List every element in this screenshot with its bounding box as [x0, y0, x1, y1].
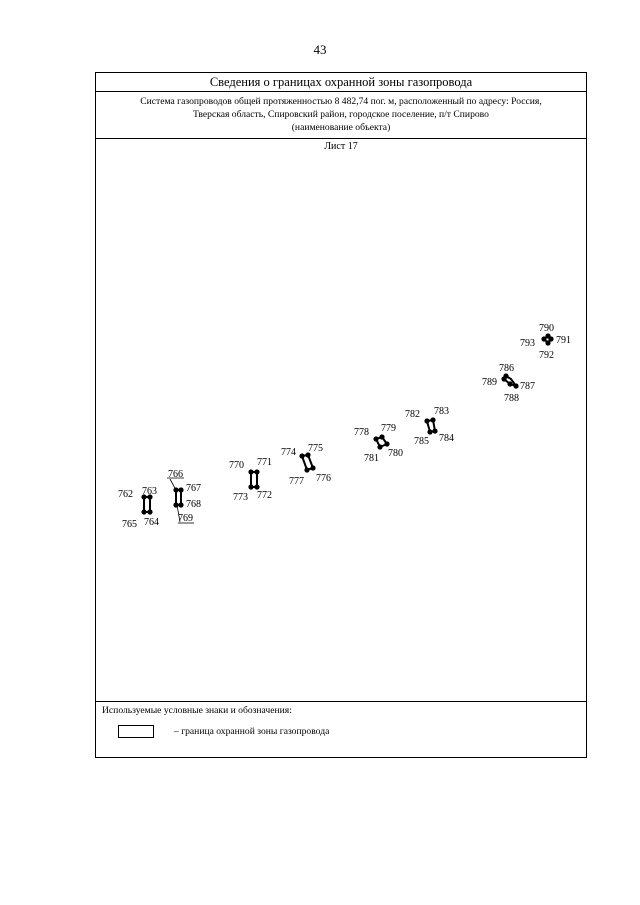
object-description-line-1: Система газопроводов общей протяженность…: [140, 96, 542, 107]
point-label-781: 781: [364, 453, 379, 464]
point-label-767: 767: [186, 483, 201, 494]
point-label-774: 774: [281, 447, 296, 458]
point-label-770: 770: [229, 460, 244, 471]
legend: Используемые условные знаки и обозначени…: [96, 701, 586, 759]
zone-766-769: [167, 477, 194, 524]
point-label-769: 769: [178, 513, 193, 524]
point-label-793: 793: [520, 338, 535, 349]
zone-786-789: [501, 373, 519, 389]
point-label-782: 782: [405, 409, 420, 420]
point-label-791: 791: [556, 335, 571, 346]
zone-790-793: [541, 333, 554, 346]
document-title: Сведения о границах охранной зоны газопр…: [96, 73, 586, 92]
point-label-775: 775: [308, 443, 323, 454]
point-label-777: 777: [289, 476, 304, 487]
zone-762-765: [141, 494, 153, 515]
point-label-771: 771: [257, 457, 272, 468]
legend-boundary-text: – граница охранной зоны газопровода: [174, 726, 330, 737]
point-label-788: 788: [504, 393, 519, 404]
point-label-766: 766: [168, 469, 183, 480]
point-label-776: 776: [316, 473, 331, 484]
point-label-789: 789: [482, 377, 497, 388]
point-label-772: 772: [257, 490, 272, 501]
boundary-map: 762 763 764 765 766 767 768 769 770 771 …: [118, 323, 571, 530]
object-caption: (наименование объекта): [291, 122, 391, 133]
sheet-label: Лист 17: [324, 141, 358, 152]
page-number: 43: [313, 42, 327, 57]
point-label-784: 784: [439, 433, 454, 444]
point-label-765: 765: [122, 519, 137, 530]
point-label-762: 762: [118, 489, 133, 500]
point-label-785: 785: [414, 436, 429, 447]
point-label-792: 792: [539, 350, 554, 361]
point-label-786: 786: [499, 363, 514, 374]
zone-770-773: [248, 469, 260, 490]
zone-778-781: [373, 434, 390, 450]
zone-782-785: [424, 417, 438, 435]
point-label-779: 779: [381, 423, 396, 434]
point-label-764: 764: [144, 517, 159, 528]
point-label-790: 790: [539, 323, 554, 334]
point-label-778: 778: [354, 427, 369, 438]
point-label-787: 787: [520, 381, 535, 392]
document-frame: Сведения о границах охранной зоны газопр…: [95, 72, 587, 758]
legend-boundary-symbol: [118, 725, 154, 738]
object-description-line-2: Тверская область, Спировский район, горо…: [193, 109, 489, 120]
point-label-783: 783: [434, 406, 449, 417]
zone-774-777: [299, 452, 316, 473]
point-label-773: 773: [233, 492, 248, 503]
point-label-763: 763: [142, 486, 157, 497]
point-label-768: 768: [186, 499, 201, 510]
point-label-780: 780: [388, 448, 403, 459]
legend-title: Используемые условные знаки и обозначени…: [102, 705, 292, 716]
object-description: Система газопроводов общей протяженность…: [96, 91, 586, 139]
